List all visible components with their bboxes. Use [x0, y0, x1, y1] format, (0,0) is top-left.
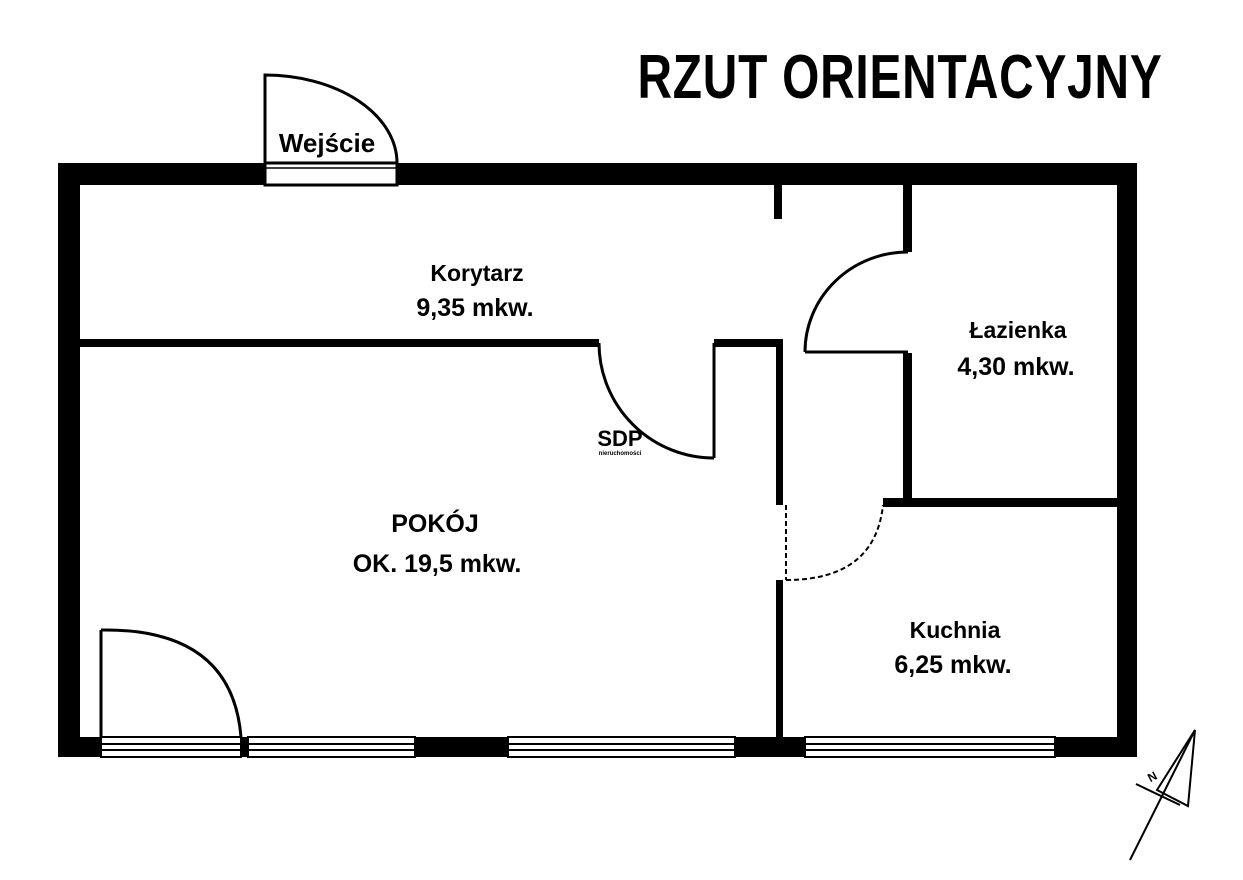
- kitchen-door: [785, 504, 884, 581]
- watermark-text: SDP: [597, 426, 642, 451]
- room-name-kuchnia: Kuchnia: [910, 617, 1001, 643]
- room-lazienka: Łazienka 4,30 mkw.: [957, 317, 1074, 381]
- window-room-1: [247, 736, 416, 758]
- room-kuchnia: Kuchnia 6,25 mkw.: [894, 617, 1011, 679]
- bathroom-door: [803, 250, 909, 354]
- outer-walls: [58, 163, 1137, 757]
- room-name-pokoj: POKÓJ: [391, 508, 479, 538]
- room-name-korytarz: Korytarz: [430, 260, 523, 286]
- page-title: RZUT ORIENTACYJNY: [638, 43, 1163, 112]
- window-kitchen: [804, 736, 1056, 758]
- entrance-label: Wejście: [279, 128, 375, 158]
- windows: [100, 736, 1056, 758]
- room-korytarz: Korytarz 9,35 mkw.: [416, 260, 533, 322]
- room-pokoj: POKÓJ OK. 19,5 mkw.: [353, 508, 522, 578]
- room-area-kuchnia: 6,25 mkw.: [894, 651, 1011, 679]
- room-area-lazienka: 4,30 mkw.: [957, 353, 1074, 381]
- balcony-door: [99, 628, 243, 738]
- north-arrow-icon: [1129, 729, 1196, 861]
- room-name-lazienka: Łazienka: [969, 317, 1066, 343]
- room-area-pokoj: OK. 19,5 mkw.: [353, 550, 522, 578]
- watermark-subtext: nieruchomości: [599, 451, 642, 457]
- window-balcony: [100, 736, 242, 758]
- watermark-logo: SDP nieruchomości: [597, 426, 642, 457]
- interior-walls: [80, 184, 1118, 740]
- entrance-door: [263, 73, 399, 187]
- room-area-korytarz: 9,35 mkw.: [416, 294, 533, 322]
- room-door: [597, 342, 716, 460]
- compass-letter: N: [1145, 769, 1159, 785]
- window-room-2: [507, 736, 736, 758]
